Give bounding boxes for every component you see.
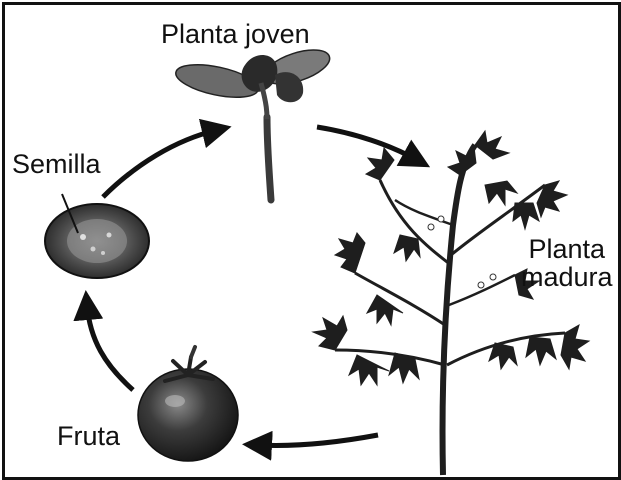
label-fruit: Fruta [57,422,120,450]
label-young-plant: Planta joven [161,20,310,48]
seed-tomato-half [45,194,149,278]
label-mature-plant-line2: madura [521,263,613,291]
label-mature-plant: Planta madura [521,235,613,292]
label-mature-plant-line1: Planta [521,235,613,263]
arrow-young-to-mature [317,127,417,160]
arrow-seed-to-young [103,130,217,197]
young-plant-illustration [173,43,334,200]
mature-plant-illustration [313,131,589,475]
fruit-tomato [138,347,238,461]
arrow-mature-to-fruit [257,435,378,446]
arrow-fruit-to-seed [87,305,133,390]
label-seed: Semilla [12,150,101,178]
